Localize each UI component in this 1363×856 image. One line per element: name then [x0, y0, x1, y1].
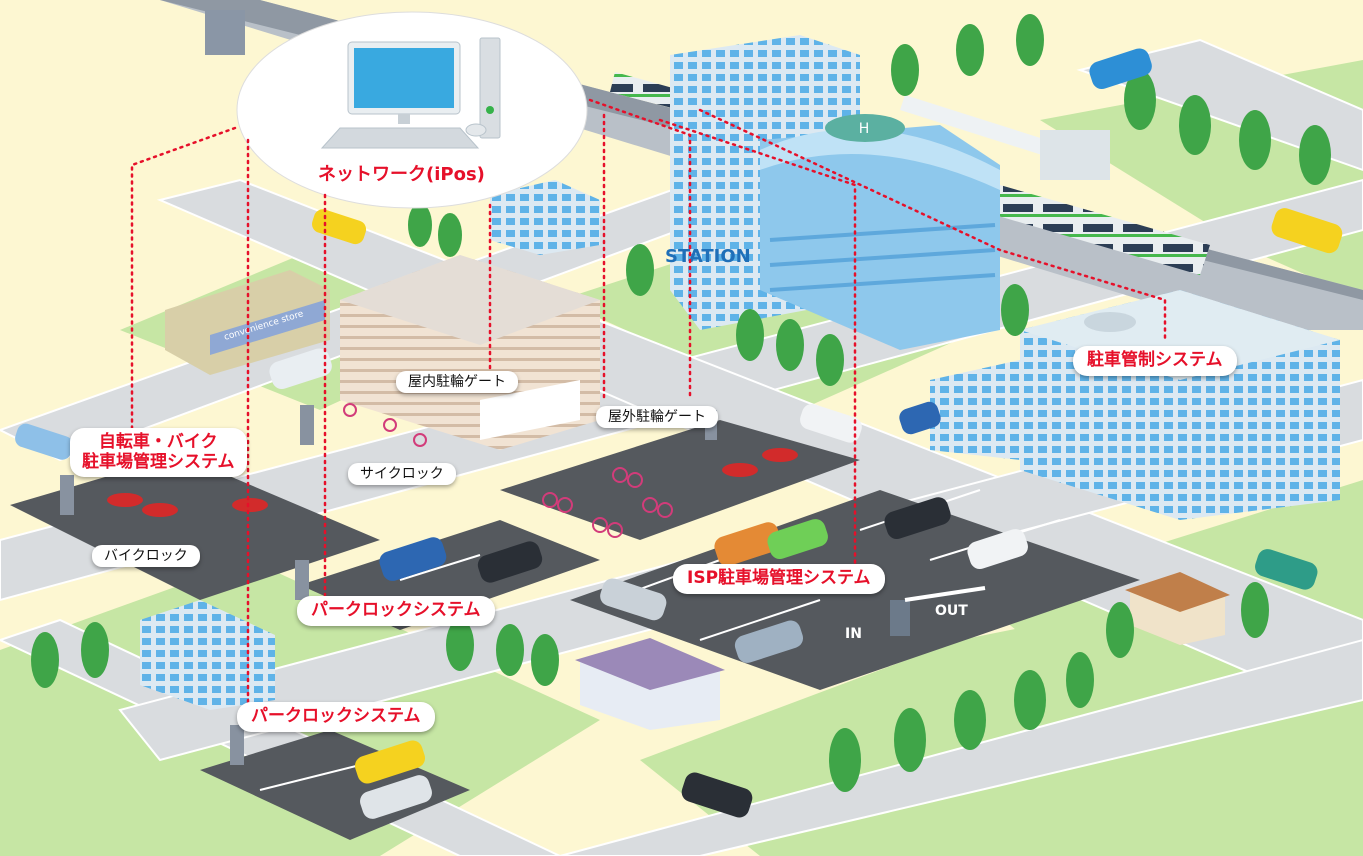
cars	[15, 48, 1343, 819]
bicycles	[343, 403, 673, 538]
parking-building	[340, 255, 600, 450]
station-sign: STATION	[665, 246, 751, 267]
small-buildings	[140, 180, 1230, 730]
label-bicycle-parking-mgmt-line2: 駐車場管理システム	[82, 451, 235, 472]
label-bicycle-parking-mgmt: 自転車・バイク 駐車場管理システム	[70, 428, 247, 478]
label-bicycle-parking-mgmt-line1: 自転車・バイク	[98, 432, 218, 452]
label-bike-lock: バイクロック	[92, 545, 200, 568]
network-title: ネットワーク(iPos)	[318, 164, 485, 185]
label-isp-parking-system: ISP駐車場管理システム	[673, 564, 885, 594]
label-parking-control-system: 駐車管制システム	[1073, 346, 1237, 376]
in-marking: IN	[845, 626, 862, 642]
network-bubble	[236, 11, 588, 209]
out-marking: OUT	[935, 603, 968, 619]
label-park-lock-system-1: パークロックシステム	[297, 596, 495, 626]
station-platform	[900, 95, 1110, 180]
label-park-lock-system-2: パークロックシステム	[237, 702, 435, 732]
label-indoor-gate: 屋内駐輪ゲート	[396, 371, 518, 394]
trees	[31, 14, 1331, 792]
svg-text:H: H	[859, 121, 870, 137]
motorbikes	[107, 448, 798, 517]
station-building: H STATION	[665, 35, 1000, 350]
network-lines	[130, 98, 1167, 712]
label-outdoor-gate: 屋外駐輪ゲート	[596, 406, 718, 429]
label-cycle-lock: サイクロック	[348, 463, 456, 486]
